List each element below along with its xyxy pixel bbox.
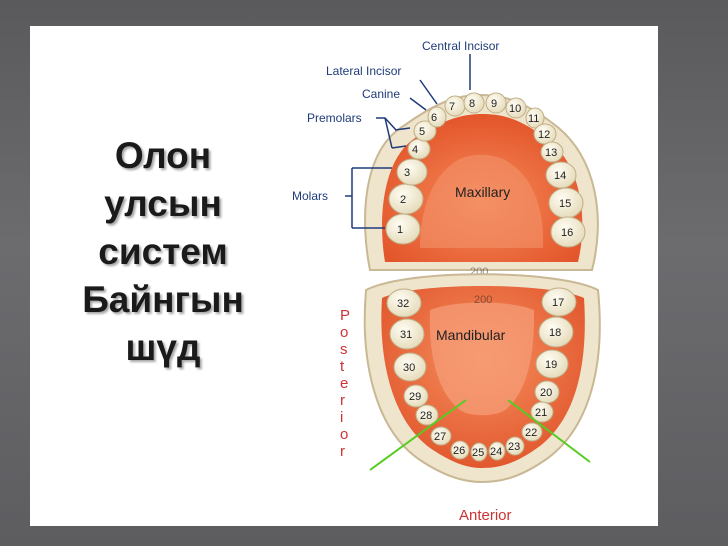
posterior-letter: r [340,392,345,409]
tooth [485,92,507,114]
tooth-number: 4 [412,144,418,156]
posterior-letter: s [340,341,348,358]
tooth [427,106,447,128]
tooth [393,352,427,382]
tooth [550,216,586,248]
tooth [463,92,485,114]
tooth [505,97,527,119]
tooth [538,316,574,348]
tooth-number: 23 [508,441,520,453]
title-line: систем [98,231,228,272]
premolars-label: Premolars [307,111,362,125]
tooth-number: 18 [549,327,561,339]
canine-label: Canine [362,87,400,101]
posterior-letter: o [340,426,348,443]
title-line: Байнгын [82,279,244,320]
slide-title: Олон улсын систем Байнгын шүд [58,132,268,372]
tooth-number: 26 [453,445,465,457]
tooth-number: 29 [409,391,421,403]
imprint-text: 200 [474,294,492,306]
tooth [545,161,577,189]
lower-teeth [386,287,577,462]
tooth-number: 3 [404,167,410,179]
tooth-number: 7 [449,101,455,113]
tooth-number: 6 [431,112,437,124]
tooth-number: 8 [469,98,475,110]
tooth-number: 28 [420,410,432,422]
tooth-number: 11 [528,113,539,125]
tooth-number: 10 [509,103,521,115]
tooth [525,107,545,129]
title-line: шүд [125,327,201,368]
posterior-letter: e [340,375,348,392]
tooth-number: 20 [540,387,552,399]
tooth [396,158,428,186]
tooth-number: 15 [559,198,571,210]
tooth-number: 9 [491,98,497,110]
tooth-number: 19 [545,359,557,371]
tooth-number: 27 [434,431,446,443]
posterior-letter: i [340,409,343,426]
lateral-incisor-label: Lateral Incisor [326,64,401,78]
tooth [541,287,577,317]
tooth [530,401,554,423]
tooth [450,440,470,460]
anterior-label: Anterior [459,507,512,524]
tooth [386,288,422,318]
posterior-letter: o [340,324,348,341]
tooth [403,384,429,408]
tooth-number: 32 [397,298,409,310]
tooth-number: 1 [397,224,403,236]
tooth-number: 14 [554,170,566,182]
tooth [430,426,452,446]
tooth-numbers: 1 2 3 4 5 6 7 8 9 10 11 12 13 14 15 16 1… [397,98,573,459]
tooth-number: 31 [400,329,412,341]
mandibular-label: Mandibular [436,327,506,343]
tooth [389,318,425,350]
tooth [413,120,437,142]
tooth-number: 16 [561,227,573,239]
tooth [415,404,439,426]
posterior-letter: r [340,443,345,460]
tooth-number: 17 [552,297,564,309]
tooth-number: 24 [490,446,502,458]
tooth [521,422,543,442]
tooth-number: 22 [525,427,537,439]
tooth-number: 13 [545,147,557,159]
tooth [535,349,569,379]
posterior-letter: P [340,307,350,324]
central-incisor-label: Central Incisor [422,39,499,53]
tooth [470,442,488,462]
tooth-number: 2 [400,194,406,206]
upper-teeth [385,92,586,248]
tooth [505,436,525,456]
posterior-letter: t [340,358,345,375]
tooth-number: 25 [472,447,484,459]
tooth-number: 12 [538,129,550,141]
tooth-number: 30 [403,362,415,374]
anterior-guide-lines [369,399,591,471]
tooth-number: 21 [535,407,547,419]
title-line: улсын [104,183,222,224]
maxillary-label: Maxillary [455,184,510,200]
tooth-number: 5 [419,126,425,138]
tooth [540,141,564,163]
callout-lines [345,54,471,229]
molars-label: Molars [292,189,328,203]
tooth [488,441,506,461]
title-line: Олон [114,135,212,176]
